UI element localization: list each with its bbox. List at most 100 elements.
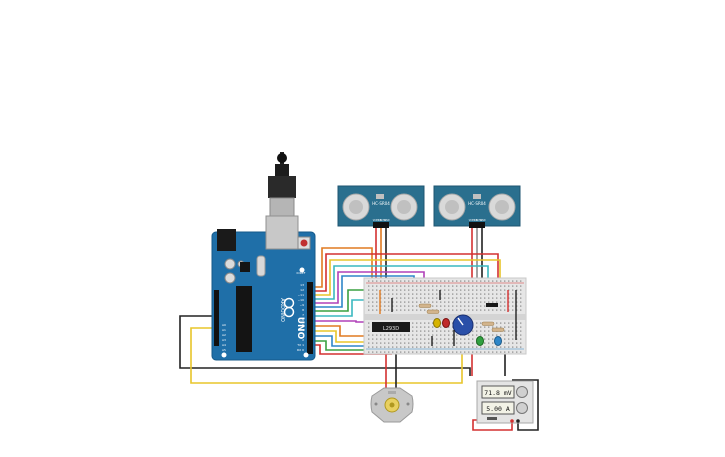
positive-terminal[interactable] (510, 419, 514, 423)
breadboard-hole (392, 297, 394, 299)
breadboard-hole (428, 289, 430, 291)
breadboard-hole (424, 342, 426, 344)
resistor[interactable] (418, 303, 432, 308)
breadboard-hole (468, 351, 470, 353)
usb-plug[interactable] (268, 153, 296, 217)
breadboard-hole (420, 289, 422, 291)
breadboard-hole (472, 351, 474, 353)
breadboard-hole (472, 293, 474, 295)
motor-driver-ic[interactable] (372, 322, 410, 332)
breadboard-hole (452, 293, 454, 295)
mounting-hole (303, 352, 309, 358)
breadboard-hole (396, 309, 398, 311)
breadboard-hole (372, 342, 374, 344)
wire-d2[interactable] (312, 335, 378, 347)
power-supply[interactable]: 71.8 mV 5.00 A (476, 380, 534, 424)
breadboard-hole (432, 285, 434, 287)
led-yellow[interactable] (433, 318, 441, 328)
breadboard-hole (500, 322, 502, 324)
voltage-knob[interactable] (516, 386, 528, 398)
wire-d10[interactable] (312, 265, 489, 300)
transistor[interactable] (486, 303, 498, 307)
dc-motor[interactable] (370, 387, 414, 423)
sensor-model-label: HC-SR04 (372, 201, 390, 206)
breadboard-hole (520, 330, 522, 332)
breadboard-hole (484, 326, 486, 328)
resistor[interactable] (481, 321, 495, 326)
wire-d13[interactable] (312, 247, 373, 288)
breadboard-hole (504, 330, 506, 332)
breadboard-hole (492, 334, 494, 336)
breadboard-hole (396, 338, 398, 340)
breadboard-hole (428, 326, 430, 328)
breadboard-hole (444, 297, 446, 299)
wire-d7[interactable] (312, 289, 364, 312)
wire-d5[interactable] (312, 320, 372, 323)
breadboard-hole (408, 346, 410, 348)
wire-black-loop[interactable] (179, 315, 471, 376)
breadboard-hole (436, 346, 438, 348)
wire-d4[interactable] (312, 325, 380, 337)
breadboard-hole (452, 297, 454, 299)
breadboard-hole (432, 342, 434, 344)
breadboard-hole (488, 280, 490, 282)
breadboard-hole (480, 280, 482, 282)
breadboard-hole (416, 330, 418, 332)
wire-psu-black[interactable] (512, 379, 539, 431)
sensor-pin-label: VCC (469, 219, 474, 222)
breadboard-hole (444, 293, 446, 295)
power-switch[interactable] (487, 417, 497, 420)
breadboard-hole (384, 334, 386, 336)
led-red[interactable] (442, 318, 450, 328)
breadboard-hole (464, 342, 466, 344)
breadboard-hole (476, 293, 478, 295)
breadboard-hole (440, 293, 442, 295)
breadboard-hole (380, 346, 382, 348)
wire-5v[interactable] (312, 344, 392, 355)
wire-d11[interactable] (312, 259, 501, 296)
resistor[interactable] (426, 309, 440, 314)
breadboard-hole (468, 301, 470, 303)
breadboard[interactable]: L293D (363, 277, 527, 355)
breadboard-hole (404, 309, 406, 311)
sensor-pin-label: ECHO (380, 219, 387, 222)
breadboard-hole (420, 338, 422, 340)
breadboard-hole (404, 280, 406, 282)
wire-d6[interactable] (312, 299, 366, 317)
breadboard-hole (480, 301, 482, 303)
breadboard-hole (504, 297, 506, 299)
wire-d1[interactable] (312, 340, 372, 351)
resistor[interactable] (491, 327, 505, 332)
wire-d12[interactable] (312, 253, 499, 292)
breadboard-hole (440, 297, 442, 299)
breadboard-hole (504, 289, 506, 291)
breadboard-hole (456, 305, 458, 307)
breadboard-hole (448, 309, 450, 311)
wire-yellow-loop[interactable] (190, 327, 463, 384)
current-knob[interactable] (516, 402, 528, 414)
breadboard-hole (380, 289, 382, 291)
breadboard-hole (520, 285, 522, 287)
led-blue[interactable] (494, 336, 502, 346)
breadboard-hole (380, 309, 382, 311)
breadboard-hole (400, 285, 402, 287)
breadboard-hole (472, 346, 474, 348)
led-green[interactable] (476, 336, 484, 346)
arduino-uno[interactable]: ARDUINO UNO IOREF 1312~11~10~987~6~54~32… (211, 215, 316, 361)
breadboard-hole (500, 297, 502, 299)
breadboard-hole (420, 285, 422, 287)
breadboard-hole (440, 326, 442, 328)
breadboard-hole (516, 342, 518, 344)
breadboard-hole (432, 351, 434, 353)
negative-terminal[interactable] (516, 419, 520, 423)
breadboard-hole (420, 322, 422, 324)
breadboard-hole (396, 334, 398, 336)
breadboard-hole (432, 322, 434, 324)
breadboard-hole (376, 297, 378, 299)
breadboard-hole (372, 289, 374, 291)
breadboard-hole (416, 342, 418, 344)
